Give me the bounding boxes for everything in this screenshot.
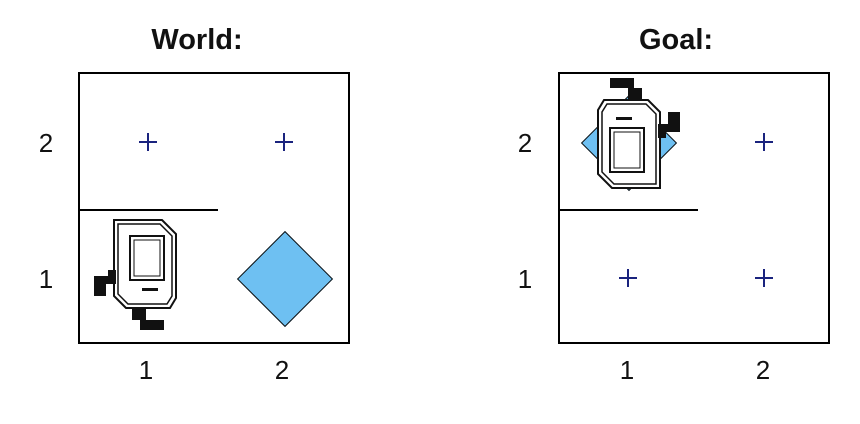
karel-robot-icon xyxy=(93,219,177,331)
corner-plus-icon xyxy=(139,133,157,151)
world-grid xyxy=(78,72,350,344)
wall-segment xyxy=(80,209,218,211)
world-col-label-2: 2 xyxy=(274,355,290,385)
corner-plus-icon xyxy=(755,133,773,151)
goal-col-label-2: 2 xyxy=(755,355,771,385)
corner-plus-icon xyxy=(275,133,293,151)
world-row-label-1: 1 xyxy=(38,264,54,294)
goal-grid xyxy=(558,72,830,344)
goal-row-label-2: 2 xyxy=(517,128,533,158)
world-row-label-2: 2 xyxy=(38,128,54,158)
world-title: World: xyxy=(151,24,243,56)
goal-panel: Goal: 2 1 1 2 xyxy=(430,0,860,424)
goal-title: Goal: xyxy=(638,24,714,56)
corner-plus-icon xyxy=(755,269,773,287)
karel-robot-icon xyxy=(597,77,681,189)
beeper-diamond-icon xyxy=(236,230,334,328)
goal-row-label-1: 1 xyxy=(517,264,533,294)
world-col-label-1: 1 xyxy=(138,355,154,385)
world-panel: World: 2 1 1 2 xyxy=(38,24,350,385)
goal-col-label-1: 1 xyxy=(619,355,635,385)
wall-segment xyxy=(560,209,698,211)
corner-plus-icon xyxy=(619,269,637,287)
